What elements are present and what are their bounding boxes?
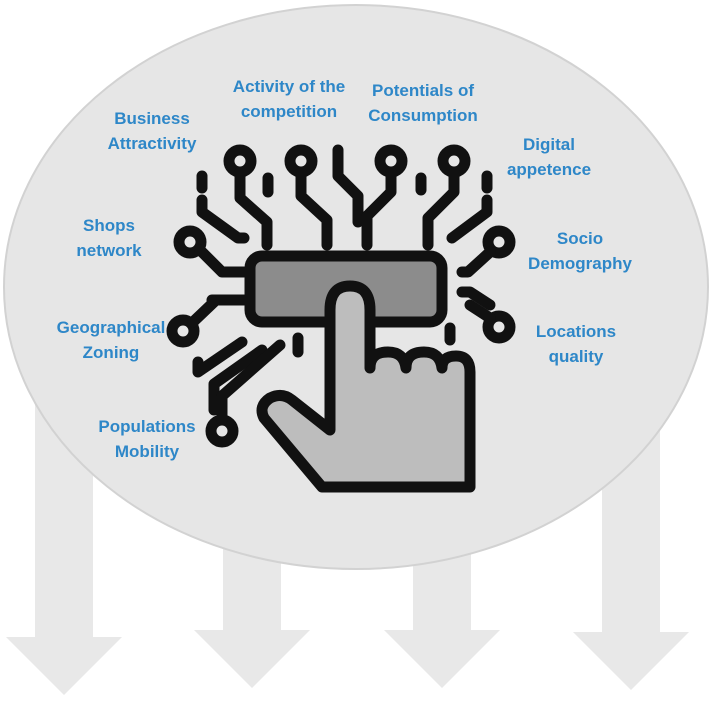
label-potentials-of-consumption: Potentials of Consumption bbox=[368, 78, 478, 128]
touch-circuit-icon bbox=[166, 144, 516, 493]
label-line: Business bbox=[114, 109, 190, 128]
label-line: quality bbox=[548, 347, 604, 366]
label-populations-mobility: Populations Mobility bbox=[98, 414, 195, 464]
label-line: competition bbox=[240, 102, 338, 121]
label-socio-demography: Socio Demography bbox=[528, 226, 632, 276]
label-business-attractivity: Business Attractivity bbox=[108, 106, 197, 156]
label-geographical-zoning: Geographical Zoning bbox=[57, 315, 166, 365]
label-line: Shops bbox=[83, 216, 135, 235]
label-line: Demography bbox=[528, 254, 632, 273]
label-line: Activity of the bbox=[232, 77, 346, 96]
label-line: Digital bbox=[523, 135, 575, 154]
label-line: Potentials of bbox=[371, 81, 475, 100]
label-line: Zoning bbox=[82, 343, 140, 362]
label-digital-appetence: Digital appetence bbox=[507, 132, 591, 182]
label-line: Locations bbox=[535, 322, 617, 341]
label-line: Consumption bbox=[368, 106, 478, 125]
label-line: Socio bbox=[556, 229, 604, 248]
label-line: Attractivity bbox=[107, 134, 197, 153]
hand-shape bbox=[256, 280, 476, 493]
label-activity-of-competition: Activity of the competition bbox=[233, 74, 345, 124]
label-line: Populations bbox=[98, 417, 196, 436]
label-line: network bbox=[76, 241, 142, 260]
label-line: Mobility bbox=[114, 442, 180, 461]
label-line: Geographical bbox=[56, 318, 166, 337]
label-shops-network: Shops network bbox=[76, 213, 141, 263]
label-locations-quality: Locations quality bbox=[536, 319, 616, 369]
label-line: appetence bbox=[506, 160, 592, 179]
